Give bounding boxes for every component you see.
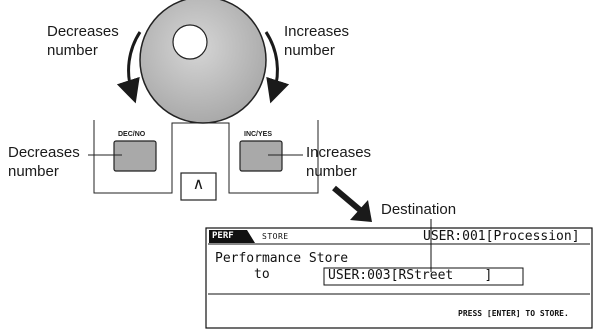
perf-tab: [209, 230, 255, 243]
data-dial[interactable]: [139, 0, 267, 124]
caption-line: number: [47, 42, 98, 59]
caption-line: number: [284, 42, 335, 59]
inc-yes-label: INC/YES: [244, 131, 273, 138]
lcd-screen: [205, 227, 593, 329]
caption-line: Increases: [306, 144, 372, 161]
lcd-destination-value[interactable]: USER:003[RStreet ]: [328, 268, 493, 283]
caption-line: Decreases: [8, 144, 80, 161]
button-increase-caption: Increases number: [306, 143, 371, 181]
lcd-mode-tab: PERF: [212, 231, 234, 241]
lcd-source-value: USER:001[Procession]: [423, 229, 580, 244]
destination-caption: Destination: [381, 201, 457, 218]
caption-line: number: [306, 163, 357, 180]
panel-outline: [93, 120, 319, 194]
destination-value-box: [323, 267, 524, 286]
dec-no-button: [113, 140, 157, 172]
caption-line: Increases: [284, 23, 350, 40]
lcd-to-label: to: [254, 267, 270, 282]
inc-yes-button: [239, 140, 283, 172]
cursor-up-icon[interactable]: ∧: [192, 174, 205, 193]
dec-no-label: DEC/NO: [118, 131, 146, 138]
button-decrease-caption: Decreases number: [8, 143, 80, 181]
lcd-performance-store-label: Performance Store: [215, 251, 349, 266]
dial-decrease-caption: Decreases number: [47, 22, 119, 60]
lcd-footer-hint: PRESS [ENTER] TO STORE.: [458, 309, 569, 318]
pointer-arrow-icon: [332, 185, 372, 222]
lcd-page-title: STORE: [262, 232, 289, 241]
caption-line: Decreases: [47, 23, 119, 40]
dial-finger-grip: [172, 24, 208, 60]
cursor-up-button: [180, 172, 217, 201]
caption-line: number: [8, 163, 59, 180]
clockwise-arrow-icon: [264, 31, 290, 104]
counterclockwise-arrow-icon: [116, 31, 142, 104]
dial-increase-caption: Increases number: [284, 22, 349, 60]
